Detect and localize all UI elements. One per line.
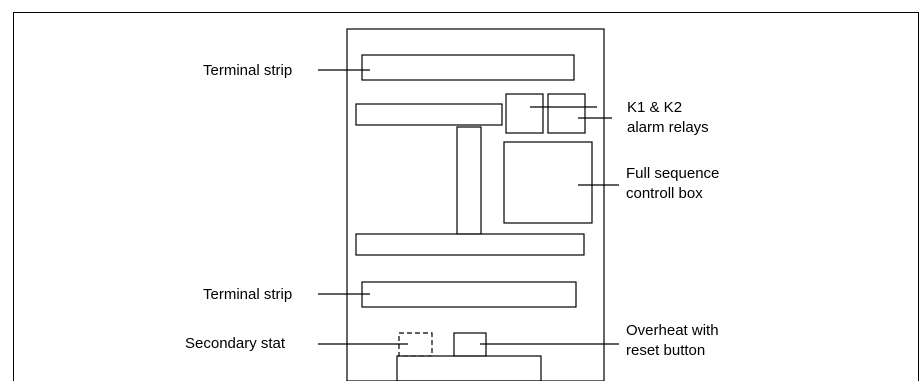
control-box — [503, 141, 593, 224]
outer-frame — [13, 12, 919, 381]
label-overheat-line1: Overheat with — [626, 322, 719, 339]
label-relays-line1: K1 & K2 — [627, 99, 683, 116]
label-terminal-strip-bottom: Terminal strip — [203, 286, 293, 303]
label-control-box-line2: controll box — [626, 185, 703, 202]
lower-rail — [355, 233, 585, 256]
enclosure — [346, 28, 605, 381]
relay-k1 — [505, 93, 544, 134]
label-secondary-stat: Secondary stat — [185, 335, 286, 352]
label-overheat-line2: reset button — [626, 342, 706, 359]
vertical-rail — [456, 126, 482, 235]
upper-rail — [355, 103, 503, 126]
label-control-box-line1: Full sequence — [626, 165, 720, 182]
label-relays-line2: alarm relays — [627, 119, 709, 136]
terminal-strip-top — [361, 54, 575, 81]
label-terminal-strip-top: Terminal strip — [203, 62, 293, 79]
relay-k2 — [547, 93, 586, 134]
terminal-strip-bottom — [361, 281, 577, 308]
bottom-block — [396, 355, 542, 381]
